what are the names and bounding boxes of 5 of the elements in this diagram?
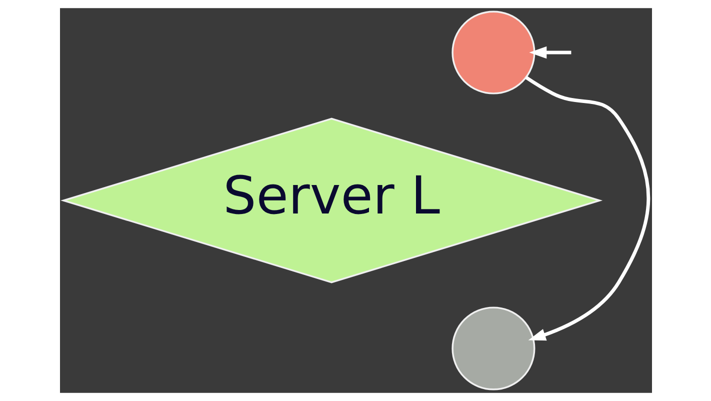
arrow bbox=[524, 76, 650, 341]
node-diamond: Server L bbox=[60, 118, 602, 284]
node-circle bbox=[451, 306, 535, 390]
node-circle bbox=[451, 10, 535, 94]
arrow bbox=[528, 46, 571, 59]
